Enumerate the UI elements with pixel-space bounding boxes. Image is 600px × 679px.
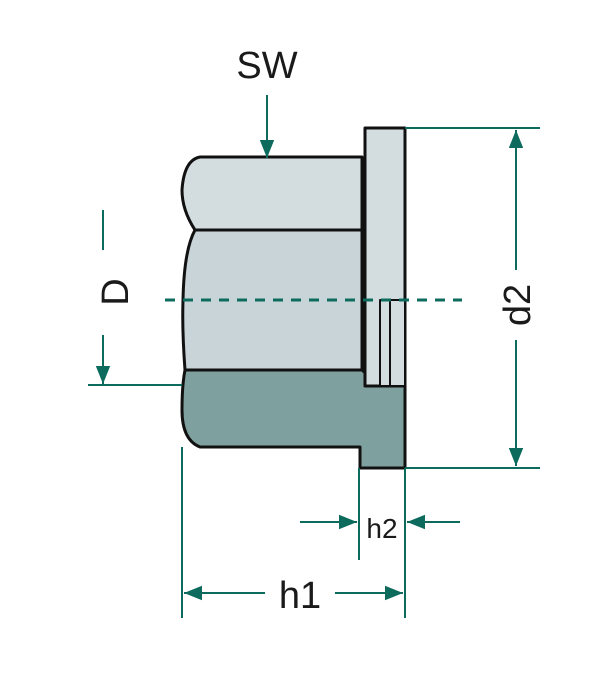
label-sw: SW <box>236 45 297 87</box>
hex-face-middle <box>181 228 364 372</box>
label-h1: h1 <box>279 575 321 617</box>
hex-face-top <box>180 155 364 232</box>
nut-body <box>180 126 407 470</box>
label-d2: d2 <box>497 284 539 326</box>
label-d: D <box>95 278 137 305</box>
bore-recess <box>379 299 406 387</box>
dimension-lines <box>88 95 540 618</box>
hex-face-bottom <box>180 368 407 470</box>
label-h2: h2 <box>366 513 397 544</box>
